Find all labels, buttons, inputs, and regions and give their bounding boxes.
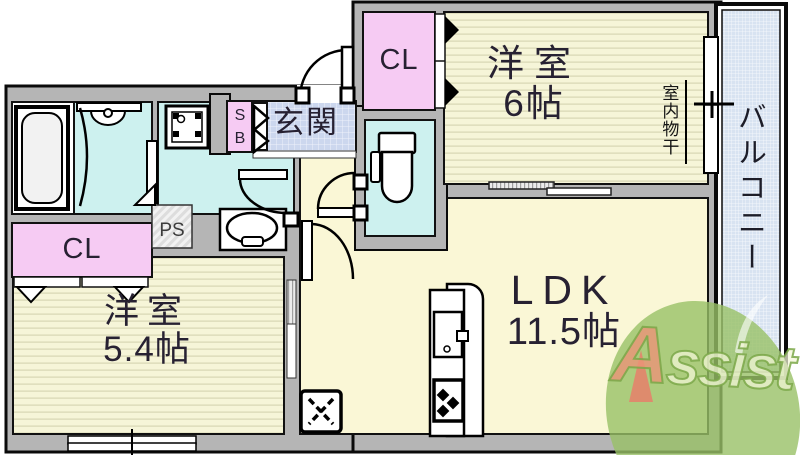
washing-machine-icon <box>164 104 210 150</box>
powder-room-door-icon <box>238 169 300 228</box>
shoe-box-label-s: S <box>234 107 246 124</box>
genkan-step <box>252 150 357 159</box>
indoor-laundry-label: 室内物干 <box>659 84 679 156</box>
balcony-label: バルコニー <box>733 102 766 277</box>
bedroom6-label: 洋室 6帖 <box>448 44 620 124</box>
toilet-door-icon <box>316 171 369 222</box>
genkan-floor <box>250 100 357 153</box>
bedroom54-label: 洋室 5.4帖 <box>52 293 242 369</box>
bedroom6-size: 6帖 <box>503 82 565 124</box>
ldk-door-icon <box>301 220 355 281</box>
pipe-space-label: PS <box>159 220 185 241</box>
closet-top <box>362 11 436 111</box>
shoe-box-label: S B <box>227 104 253 150</box>
pocket-door-icon <box>286 279 297 379</box>
vanity-sink-icon <box>218 207 288 252</box>
closet-top-label: CL <box>379 44 419 76</box>
pipe-space <box>151 204 193 249</box>
bathtub-icon <box>14 105 70 211</box>
bedroom54-size: 5.4帖 <box>103 329 191 369</box>
washroom-door-icon <box>132 140 158 206</box>
ldk-size: 11.5帖 <box>506 311 622 354</box>
shoe-box-label-b: B <box>234 130 246 147</box>
bedroom6-name: 洋室 <box>487 43 581 84</box>
ldk-name: LDK <box>510 267 618 313</box>
x-square-icon <box>299 389 343 434</box>
closet-bottom <box>11 222 153 278</box>
washroom-basin-icon <box>76 102 142 126</box>
shoe-box <box>226 100 254 153</box>
kitchen-icon <box>428 282 485 438</box>
bath-door-curve <box>78 107 89 207</box>
closet-bottom-label: CL <box>62 233 102 265</box>
genkan-label: 玄関 <box>273 105 339 140</box>
closet-bottom-door-icon <box>13 276 149 304</box>
shoe-box-door-icon <box>251 102 270 155</box>
closet-top-door-icon <box>434 13 459 109</box>
bedroom54-window-icon <box>67 429 197 455</box>
laundry-bracket-icon <box>685 80 734 164</box>
sliding-door-icon <box>488 181 612 196</box>
bedroom54-name: 洋室 <box>103 292 190 331</box>
toilet-icon <box>370 131 417 204</box>
ldk-label: LDK 11.5帖 <box>460 268 668 353</box>
entrance-door-icon <box>294 45 356 105</box>
